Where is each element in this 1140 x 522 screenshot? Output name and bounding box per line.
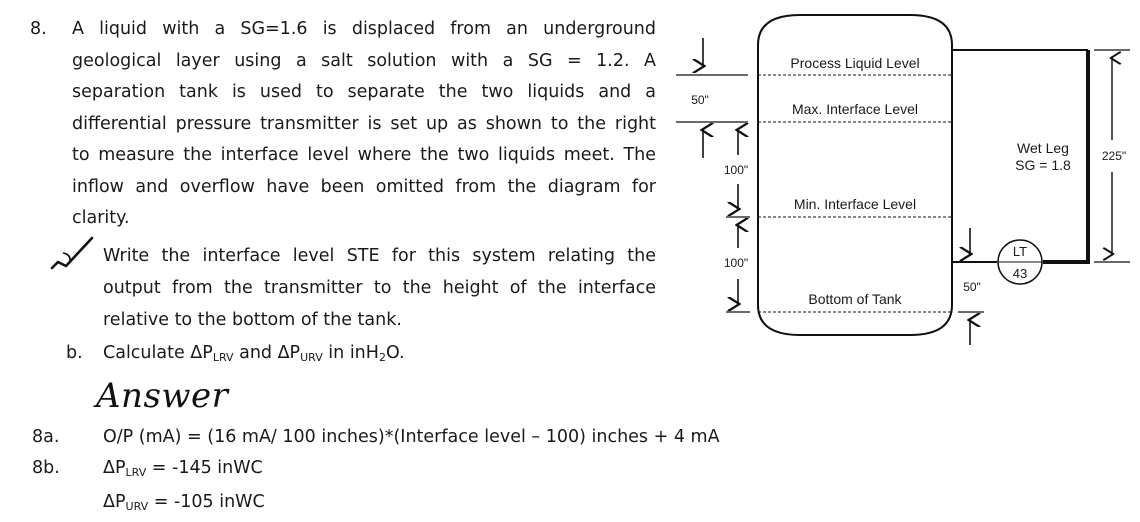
lrv-sub: LRV [125,466,147,479]
part-a-line: output from the transmitter to the heigh… [103,278,656,298]
question-line: to measure the interface level where the… [72,145,656,165]
part-b-text: Calculate ΔPLRV and ΔPURV in inH2O. [103,337,405,374]
part-b-middle: and ΔP [233,343,301,363]
answer-heading: Answer [96,376,229,416]
wet-leg-label: Wet Leg [1017,140,1069,156]
dim-225-label: 225" [1102,149,1126,163]
urv-value: = -105 inWC [148,492,265,512]
part-a-line: Write the interface level STE for this s… [103,246,656,266]
urv-sub: URV [125,500,149,513]
question-line: inflow and overflow have been omitted fr… [72,176,656,197]
part-b-sub-2: 2 [378,351,386,364]
dim-100-lower-label: 100" [724,256,748,270]
answer-urv: ΔPURV = -105 inWC [103,487,265,522]
question-text: A liquid with a SG=1.6 is displaced from… [72,14,656,235]
max-interface-level-label: Max. Interface Level [792,101,918,117]
question-line: separation tank is used to separate the … [72,82,656,102]
part-a-text: Write the interface level STE for this s… [103,240,656,336]
bottom-of-tank-label: Bottom of Tank [808,291,902,307]
question-line: clarity. [72,208,130,228]
answer-8a-text: O/P (mA) = (16 mA/ 100 inches)*(Interfac… [103,427,720,447]
lt-label: LT [1013,244,1027,259]
dim-100-upper-label: 100" [724,163,748,177]
answer-8a-label: 8a. [32,427,60,447]
lrv-value: = -145 inWC [146,458,263,478]
lt-number: 43 [1013,266,1027,281]
min-interface-level-label: Min. Interface Level [794,196,916,212]
part-b-sub-lrv: LRV [212,351,234,364]
tank-outline [757,14,953,336]
dim-50-bottom-label: 50" [963,280,981,294]
part-b-sub-urv: URV [300,351,323,364]
answer-8b-label: 8b. [32,458,60,478]
part-b-prefix: Calculate ΔP [103,343,213,363]
part-a-line: relative to the bottom of the tank. [103,310,402,330]
question-line: geological layer using a salt solution w… [72,50,656,71]
part-b-end: O. [385,343,405,363]
urv-prefix: ΔP [103,492,126,512]
part-b-label: b. [66,343,83,363]
answer-lrv: ΔPLRV = -145 inWC [103,453,263,488]
part-b-unit: in inH [322,343,379,363]
wet-leg-sg-label: SG = 1.8 [1015,157,1071,173]
question-line: A liquid with a SG=1.6 is displaced from… [72,19,656,39]
dim-50-top-label: 50" [691,93,709,107]
question-line: differential pressure transmitter is set… [72,113,656,134]
lrv-prefix: ΔP [103,458,126,478]
question-number: 8. [30,19,47,39]
process-liquid-level-label: Process Liquid Level [790,55,919,71]
